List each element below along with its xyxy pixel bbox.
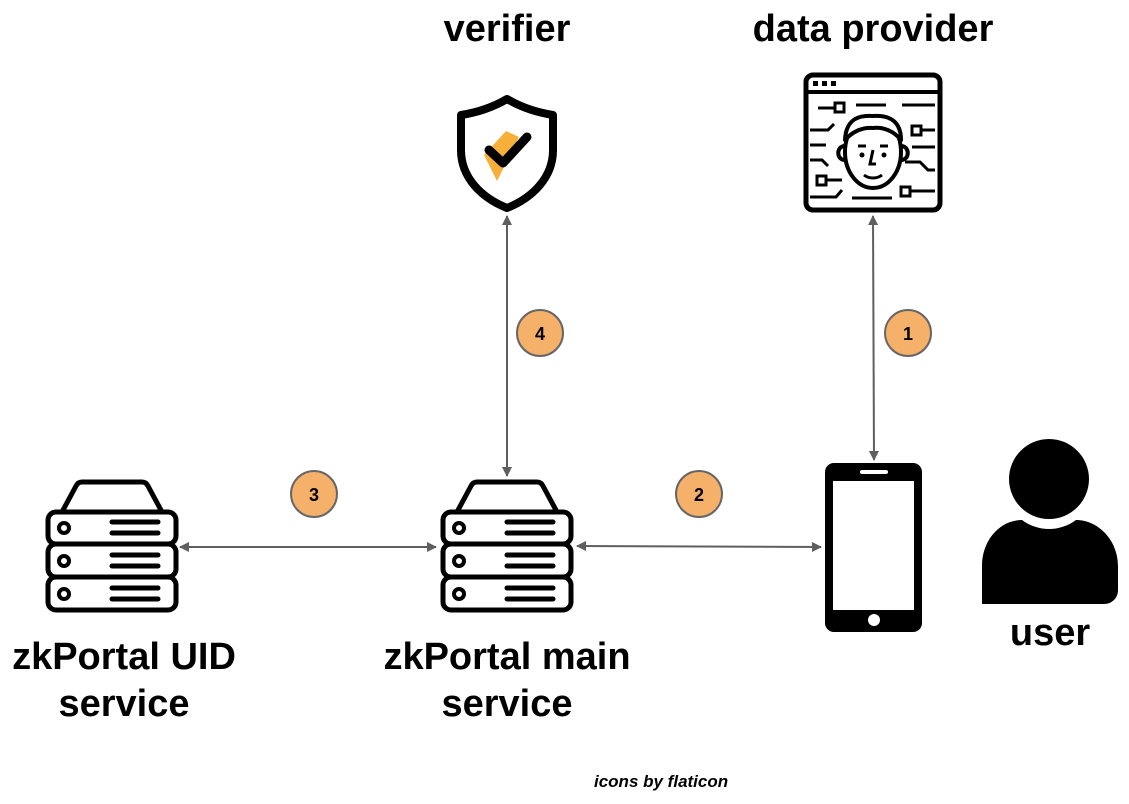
server-icon bbox=[440, 479, 574, 613]
step-badge-2: 2 bbox=[675, 470, 723, 518]
server-icon bbox=[45, 479, 179, 613]
main-service-label-line2: service bbox=[441, 683, 573, 725]
verifier-label: verifier bbox=[443, 8, 571, 50]
arrow-main-phone bbox=[576, 541, 822, 552]
step-badge-3: 3 bbox=[290, 470, 338, 518]
arrow-provider-phone bbox=[868, 215, 879, 461]
uid-service-label-line1: zkPortal UID bbox=[12, 636, 236, 678]
user-label: user bbox=[1009, 612, 1091, 654]
uid-service-label-line2: service bbox=[58, 683, 190, 725]
svg-text:3: 3 bbox=[309, 485, 319, 505]
main-service-label-line1: zkPortal main bbox=[383, 636, 631, 678]
data-provider-label: data provider bbox=[752, 8, 994, 50]
icon-credit: icons by flaticon bbox=[594, 772, 729, 791]
smartphone-icon bbox=[825, 463, 922, 632]
step-badge-1: 1 bbox=[884, 309, 932, 357]
step-badge-4: 4 bbox=[516, 309, 564, 357]
svg-text:1: 1 bbox=[903, 324, 913, 344]
user-icon bbox=[982, 439, 1118, 604]
svg-text:2: 2 bbox=[694, 485, 704, 505]
face-recognition-icon bbox=[803, 72, 943, 213]
shield-check-icon bbox=[457, 95, 557, 212]
svg-text:4: 4 bbox=[535, 324, 545, 344]
